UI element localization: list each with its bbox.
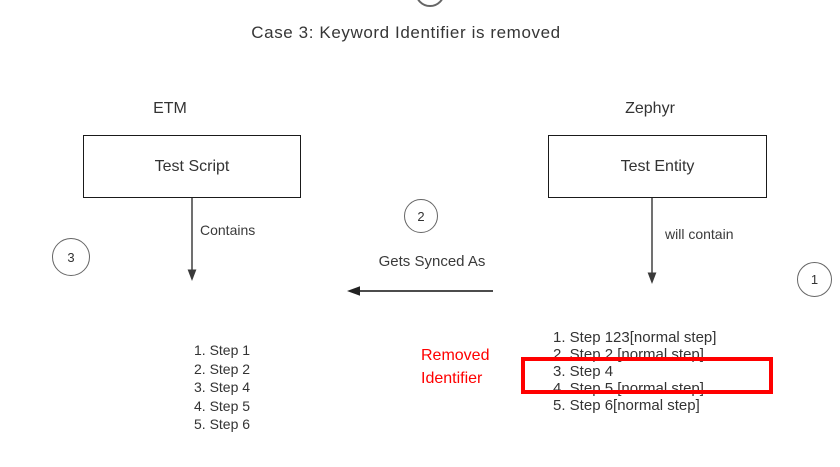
step-badge-2-number: 2 [417,208,425,224]
test-script-box: Test Script [83,135,301,198]
zephyr-step-line: 3. Step 4 [553,363,614,380]
zephyr-group-label: Zephyr [625,100,675,117]
zephyr-step-line: 1. Step 123[normal step] [553,329,717,346]
etm-step-line: 2. Step 2 [194,360,251,377]
annotation-line-1: Removed [421,347,490,364]
contains-arrow [187,198,197,281]
page-title: Case 3: Keyword Identifier is removed [251,23,561,42]
will-contain-arrow-label: will contain [665,226,734,242]
annotation-line-2: Identifier [421,370,483,387]
removed-identifier-annotation: Removed Identifier [421,344,489,390]
contains-arrow-label: Contains [200,222,256,238]
zephyr-step-line: 5. Step 6[normal step] [553,397,700,414]
etm-step-line: 5. Step 6 [194,416,251,432]
gets-synced-as-arrow [347,286,493,296]
step-badge-1: 1 [797,262,832,297]
etm-step-line: 1. Step 1 [194,342,251,358]
step-badge-2: 2 [404,199,438,233]
etm-step-line: 4. Step 5 [194,397,251,414]
cropped-circle-shape [415,0,445,7]
step-badge-3: 3 [52,238,90,276]
removed-identifier-highlight-box [521,357,773,394]
test-script-box-label: Test Script [154,157,230,175]
etm-step-list: 1. Step 1 2. Step 2 3. Step 4 4. Step 5 … [194,341,250,434]
step-badge-3-number: 3 [67,249,75,265]
test-entity-box: Test Entity [548,135,767,198]
etm-step-line: 3. Step 4 [194,379,251,395]
step-badge-1-number: 1 [810,272,819,287]
will-contain-arrow [647,198,657,284]
gets-synced-as-arrow-label: Gets Synced As [352,253,512,270]
test-entity-box-label: Test Entity [620,157,695,175]
etm-group-label: ETM [153,100,187,117]
